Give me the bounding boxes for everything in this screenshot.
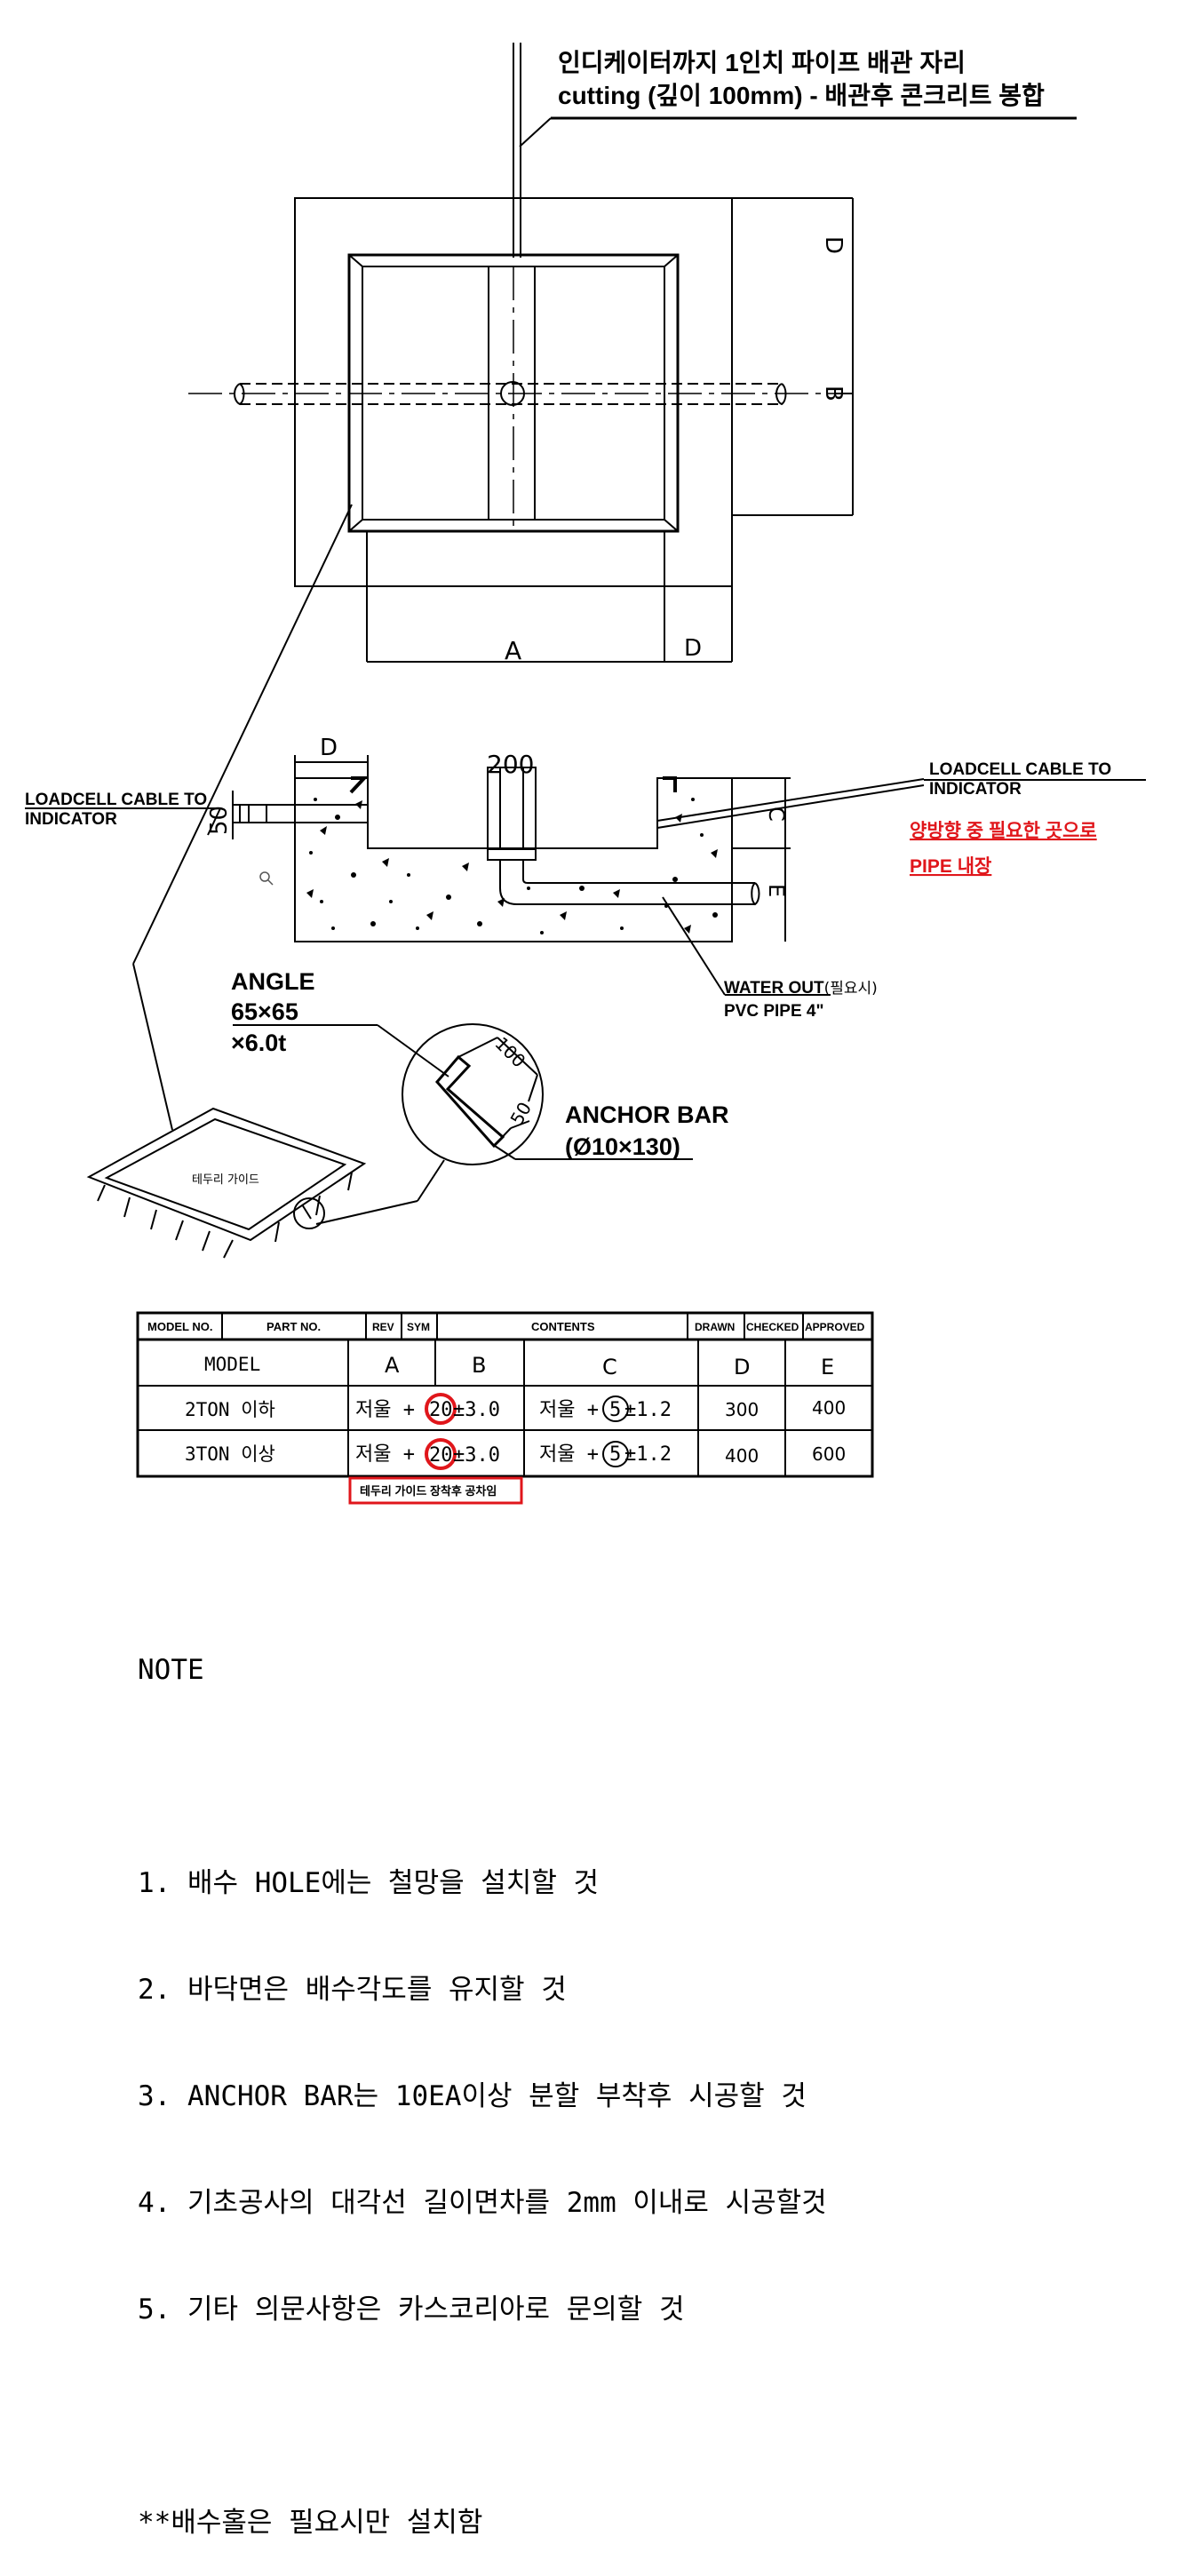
- note-item-3: 3. ANCHOR BAR는 10EA이상 분할 부착후 시공할 것: [138, 2080, 807, 2112]
- water-out-label: WATER OUT(필요시): [724, 979, 878, 998]
- pvc-pipe-label: PVC PIPE 4": [724, 1002, 824, 1021]
- anchor-label-1: ANCHOR BAR: [565, 1101, 729, 1128]
- col-c: C: [602, 1355, 617, 1379]
- th-drawn: DRAWN: [695, 1321, 735, 1333]
- th-approved: APPROVED: [805, 1321, 865, 1333]
- callout-line1: 인디케이터까지 1인치 파이프 배관 자리: [558, 49, 966, 76]
- col-b: B: [472, 1353, 486, 1378]
- row2-c-circled: 5: [609, 1443, 621, 1466]
- tolerance-note: 테두리 가이드 장착후 공차임: [360, 1484, 497, 1498]
- dim-b-label: B: [820, 386, 847, 402]
- red-note-line2: PIPE 내장: [910, 856, 991, 877]
- foundation-drawing: 인디케이터까지 1인치 파이프 배관 자리 cutting (깊이 100mm)…: [25, 43, 1146, 1505]
- left-cable-label-2: INDICATOR: [25, 810, 117, 829]
- angle-label-1: ANGLE: [231, 968, 315, 995]
- row1-model: 2TON 이하: [185, 1399, 275, 1420]
- spec-table-lines: [136, 1311, 874, 1505]
- th-checked: CHECKED: [746, 1321, 799, 1333]
- col-e: E: [821, 1355, 834, 1379]
- row2-a-prefix: 저울 +: [355, 1443, 415, 1466]
- row2-c-prefix: 저울 +: [539, 1443, 599, 1466]
- note-item-4: 4. 기초공사의 대각선 길이면차를 2mm 이내로 시공할것: [138, 2187, 827, 2219]
- dim-50-label: 50: [506, 1098, 537, 1128]
- angle-label-3: ×6.0t: [231, 1030, 286, 1056]
- dim-d-bottom-label: D: [684, 635, 702, 662]
- note-item-1: 1. 배수 HOLE에는 철망을 설치할 것: [138, 1867, 600, 1899]
- row1-a-circled: 20: [429, 1399, 453, 1421]
- notes-spacer: [138, 1759, 827, 1794]
- row1-c-circled: 5: [609, 1399, 621, 1421]
- dim-d-right-label: D: [820, 236, 847, 254]
- row1-c-prefix: 저울 +: [539, 1399, 599, 1421]
- notes-spacer-2: [138, 2398, 827, 2434]
- anchor-label-2: (Ø10×130): [565, 1133, 680, 1160]
- th-part-no: PART NO.: [266, 1320, 321, 1333]
- row2-e: 600: [812, 1443, 846, 1465]
- callout-line2: cutting (깊이 100mm) - 배관후 콘크리트 봉합: [558, 82, 1045, 109]
- angle-label-2: 65×65: [231, 998, 298, 1025]
- row1-e: 400: [812, 1397, 846, 1419]
- row2-a-suffix: ±3.0: [453, 1444, 500, 1467]
- row1-a-suffix: ±3.0: [453, 1399, 500, 1421]
- red-note-line1: 양방향 중 필요한 곳으로: [910, 820, 1097, 841]
- row2-a-circled: 20: [429, 1444, 453, 1467]
- section-dim-d: D: [320, 735, 338, 761]
- section-dim-e: E: [764, 884, 789, 897]
- col-a: A: [385, 1353, 400, 1378]
- row1-d: 300: [725, 1399, 759, 1420]
- col-d: D: [734, 1355, 750, 1379]
- row1-a-prefix: 저울 +: [355, 1399, 415, 1421]
- note-item-2: 2. 바닥면은 배수각도를 유지할 것: [138, 1974, 567, 2006]
- notes-footer: **배수홀은 필요시만 설치함: [138, 2507, 483, 2539]
- right-cable-label-2: INDICATOR: [929, 780, 1022, 799]
- anchor-detail: [86, 504, 693, 1259]
- th-model-no: MODEL NO.: [147, 1320, 212, 1333]
- section-view: [25, 755, 1146, 996]
- section-dim-c: C: [764, 807, 789, 822]
- notes-section: NOTE 1. 배수 HOLE에는 철망을 설치할 것 2. 바닥면은 배수각도…: [138, 1581, 827, 2576]
- right-cable-label-1: LOADCELL CABLE TO: [929, 760, 1111, 779]
- row2-model: 3TON 이상: [185, 1443, 275, 1465]
- water-out-text: WATER OUT: [724, 979, 824, 998]
- row1-c-suffix: ±1.2: [624, 1399, 672, 1421]
- th-sym: SYM: [407, 1321, 430, 1333]
- th-rev: REV: [372, 1321, 394, 1333]
- row2-c-suffix: ±1.2: [624, 1443, 672, 1466]
- row2-d: 400: [725, 1445, 759, 1467]
- col-model: MODEL: [204, 1354, 260, 1375]
- note-item-5: 5. 기타 의문사항은 카스코리아로 문의할 것: [138, 2294, 685, 2326]
- section-dim-50: 50: [206, 806, 233, 835]
- dim-a-label: A: [505, 636, 521, 665]
- guide-label: 테두리 가이드: [192, 1173, 259, 1187]
- magnifier-icon: [259, 871, 274, 886]
- notes-title: NOTE: [138, 1654, 204, 1686]
- left-cable-label-1: LOADCELL CABLE TO: [25, 791, 207, 809]
- top-view: [188, 43, 1077, 663]
- water-out-note: (필요시): [824, 980, 878, 998]
- section-dim-200: 200: [487, 750, 534, 779]
- th-contents: CONTENTS: [531, 1320, 595, 1333]
